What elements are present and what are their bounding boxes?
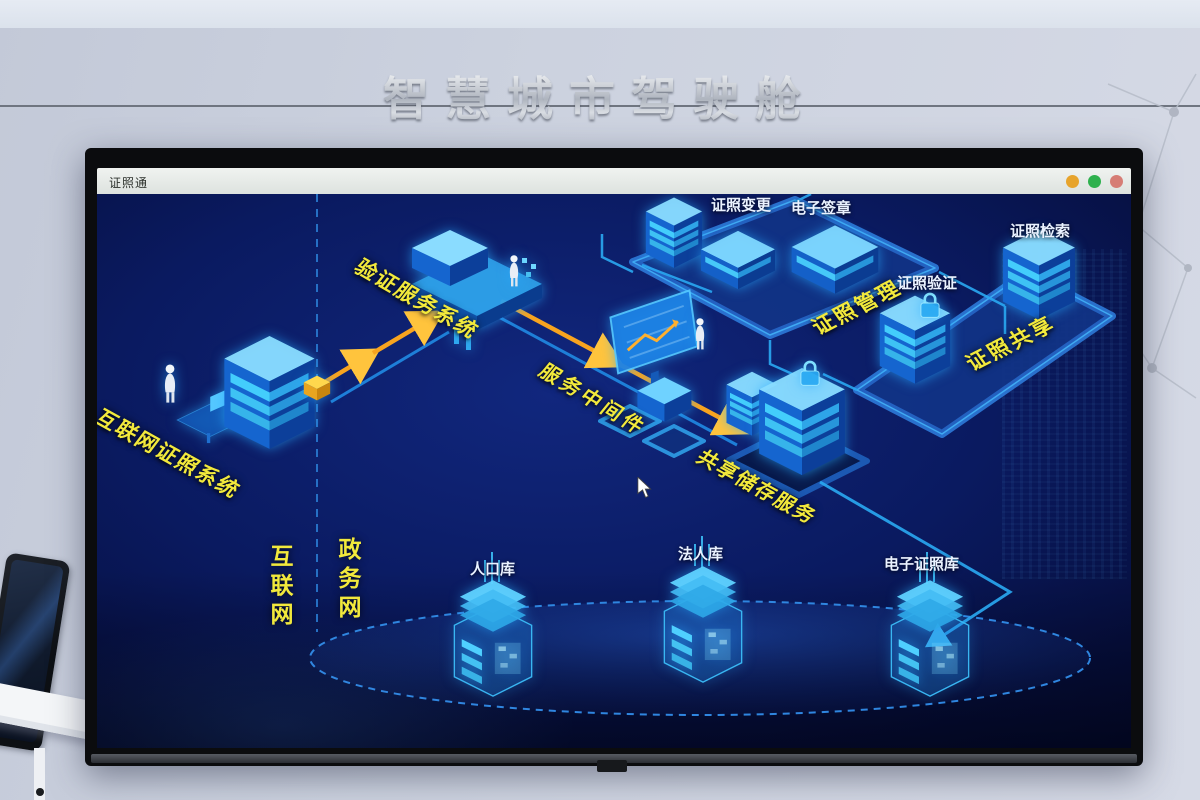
window-titlebar: 证照通 [97, 168, 1131, 194]
connector-cube-icon [302, 374, 332, 402]
side-table-foot [36, 788, 44, 796]
middleware-pedestal [598, 404, 662, 438]
database-tower-icon [657, 562, 749, 690]
database-tower-icon [884, 576, 976, 704]
wall-top-strip [0, 0, 1200, 28]
mouse-cursor-icon [637, 477, 652, 498]
label-e-cert-db: 电子证照库 [884, 556, 960, 573]
padlock-icon [797, 358, 823, 388]
exhibition-banner: 智慧城市驾驶舱 [0, 27, 1200, 125]
banner-title: 智慧城市驾驶舱 [0, 63, 1200, 129]
tv-frame: 证照通 [85, 148, 1143, 772]
screen-content: 互联网证照系统 验证服务系统 服务中间件 共享储存服务 证照管理 证照共享 证照… [97, 194, 1131, 748]
database-tower-icon [447, 576, 539, 704]
server-tower-icon [995, 228, 1083, 322]
person-icon [505, 252, 523, 292]
minimize-dot-icon[interactable] [1066, 175, 1079, 188]
app-title: 证照通 [109, 176, 149, 190]
fullscreen-dot-icon[interactable] [1088, 175, 1101, 188]
label-cert-change: 证照变更 [711, 197, 772, 214]
padlock-icon [917, 290, 943, 320]
tv-sensor-box [597, 760, 627, 772]
label-legal-entity-db: 法人库 [678, 546, 724, 563]
server-box-icon [695, 228, 781, 292]
zone-label-internet: 互联网 [267, 544, 293, 631]
zone-label-gov-network: 政务网 [335, 537, 361, 624]
data-risers [484, 536, 935, 584]
label-cert-verify: 证照验证 [897, 275, 958, 292]
side-table-leg [34, 748, 45, 800]
label-population-db: 人口库 [470, 561, 516, 578]
window-controls [1066, 175, 1123, 188]
middleware-pedestal [642, 424, 706, 458]
label-cert-search: 证照检索 [1010, 223, 1071, 240]
person-icon [691, 314, 709, 356]
close-dot-icon[interactable] [1110, 175, 1123, 188]
label-e-signature: 电子签章 [791, 200, 852, 217]
tv-bottom-bezel [91, 754, 1137, 763]
